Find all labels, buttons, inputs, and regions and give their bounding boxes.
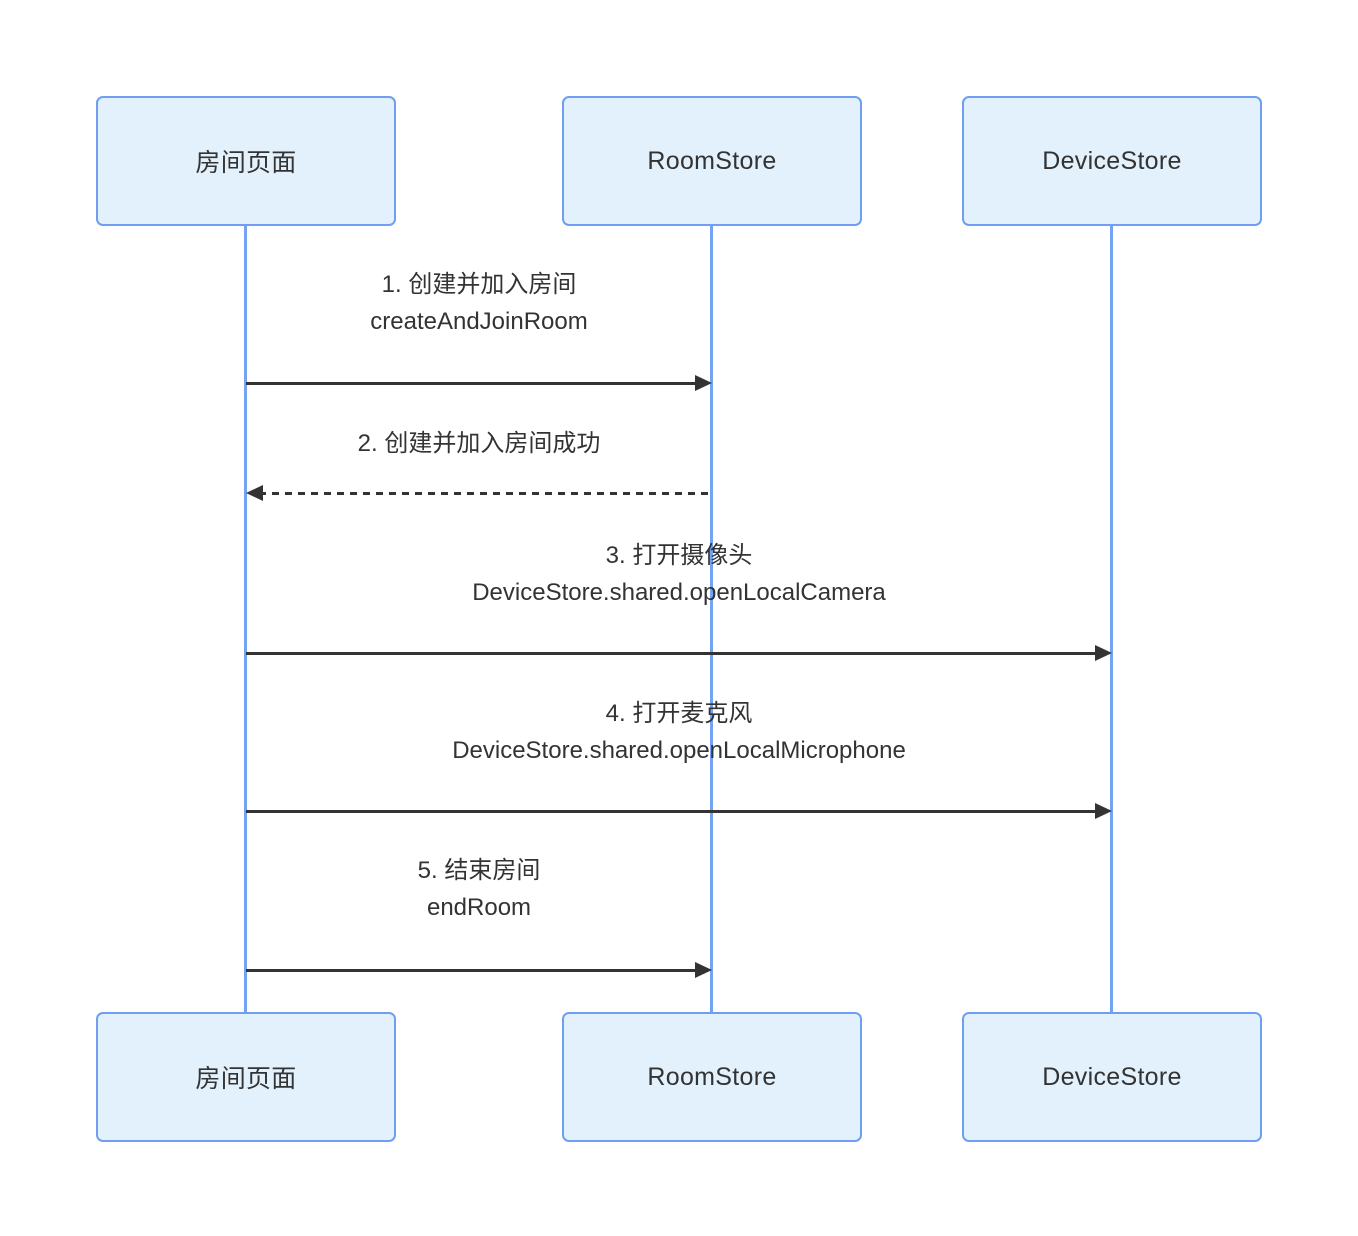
actor-room-store-label: RoomStore [647, 146, 777, 175]
arrowhead-right-icon [1095, 645, 1112, 661]
message-3-arrow [246, 645, 1112, 661]
actor-room-store-label: RoomStore [647, 1062, 777, 1091]
message-5-code: endRoom [426, 894, 532, 921]
message-1-code: createAndJoinRoom [370, 308, 588, 335]
message-2-arrow [246, 485, 712, 501]
actor-room-page-top: 房间页面 [96, 96, 396, 226]
arrowhead-right-icon [695, 962, 712, 978]
message-3-title: 3. 打开摄像头 [605, 542, 753, 569]
message-4-arrow-shaft [246, 809, 1099, 813]
actor-room-page-label: 房间页面 [195, 149, 297, 177]
message-2-arrow-shaft [259, 491, 712, 495]
actor-device-store-bottom: DeviceStore [962, 1012, 1262, 1142]
message-4-code: DeviceStore.shared.openLocalMicrophone [452, 737, 906, 764]
actor-room-page-label: 房间页面 [195, 1065, 297, 1093]
actor-room-store-top: RoomStore [562, 96, 862, 226]
message-4-label: 4. 打开麦克风 DeviceStore.shared.openLocalMic… [359, 695, 999, 769]
message-4-title: 4. 打开麦克风 [605, 700, 753, 727]
message-1-arrow-shaft [246, 381, 699, 385]
message-3-code: DeviceStore.shared.openLocalCamera [472, 579, 886, 606]
lifeline-device-store [1110, 226, 1113, 1012]
message-4-arrow [246, 803, 1112, 819]
message-2-label: 2. 创建并加入房间成功 [159, 425, 799, 462]
message-5-title: 5. 结束房间 [417, 857, 541, 884]
message-5-label: 5. 结束房间 endRoom [159, 852, 799, 926]
message-1-label: 1. 创建并加入房间 createAndJoinRoom [159, 266, 799, 340]
arrowhead-right-icon [1095, 803, 1112, 819]
arrowhead-left-icon [246, 485, 263, 501]
actor-room-store-bottom: RoomStore [562, 1012, 862, 1142]
message-1-arrow [246, 375, 712, 391]
message-5-arrow-shaft [246, 968, 699, 972]
arrowhead-right-icon [695, 375, 712, 391]
actor-device-store-label: DeviceStore [1042, 146, 1182, 175]
message-1-title: 1. 创建并加入房间 [381, 271, 577, 298]
message-3-label: 3. 打开摄像头 DeviceStore.shared.openLocalCam… [359, 537, 999, 611]
actor-room-page-bottom: 房间页面 [96, 1012, 396, 1142]
actor-device-store-top: DeviceStore [962, 96, 1262, 226]
message-5-arrow [246, 962, 712, 978]
lifeline-room-page [244, 226, 247, 1012]
message-2-title: 2. 创建并加入房间成功 [357, 430, 601, 457]
message-3-arrow-shaft [246, 651, 1099, 655]
lifeline-room-store [710, 226, 713, 1012]
actor-device-store-label: DeviceStore [1042, 1062, 1182, 1091]
